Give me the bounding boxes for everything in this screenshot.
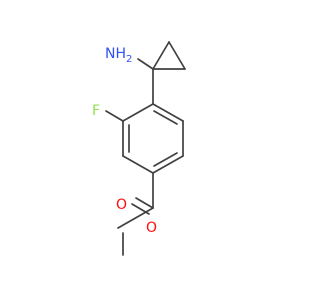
benzene-ring	[122, 103, 184, 174]
bond-c-f	[105, 110, 124, 122]
nh2-label: NH2	[105, 46, 132, 65]
carbonyl-oxygen-label: O	[116, 197, 127, 213]
cyclopropane-ring	[152, 41, 186, 70]
bond-ring-4	[122, 155, 154, 174]
fluorine-label: F	[92, 103, 100, 119]
bond-ring-double-2	[153, 152, 178, 167]
bond-c-n	[137, 58, 154, 70]
ester-group	[117, 172, 154, 256]
bond-cyclopropyl-1	[152, 41, 170, 70]
bond-c-o-double-a	[135, 197, 154, 209]
molecule-structure: NH2 F O O	[92, 41, 186, 256]
bond-c-o-single	[117, 207, 154, 229]
ester-oxygen-label: O	[146, 220, 157, 236]
bond-ring-6	[122, 103, 154, 122]
bond-ring-1	[152, 103, 184, 122]
bond-ring-double-1	[153, 110, 178, 125]
bond-cyclopropyl-2	[168, 41, 186, 70]
bond-ring-3	[152, 155, 184, 174]
